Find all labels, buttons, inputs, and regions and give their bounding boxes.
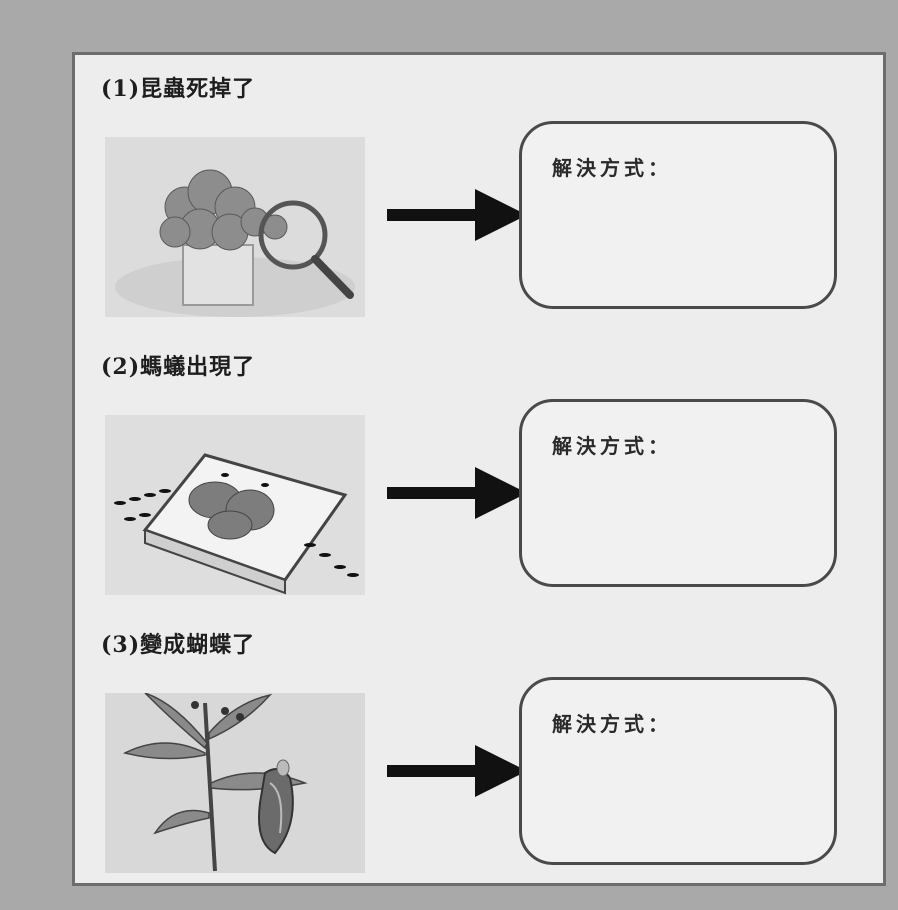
section-2: (2)螞蟻出現了	[75, 333, 883, 605]
section-1-title: (1)昆蟲死掉了	[101, 76, 256, 102]
answer-box-3[interactable]: 解決方式：	[519, 677, 837, 865]
answer-box-1-label: 解決方式：	[552, 156, 672, 180]
answer-box-2-label: 解決方式：	[552, 434, 672, 458]
section-3-title: (3)變成蝴蝶了	[101, 632, 256, 658]
ants-on-box-icon	[105, 415, 365, 595]
section-3: (3)變成蝴蝶了	[75, 611, 883, 883]
worksheet-panel: (1)昆蟲死掉了 解決方式：	[72, 52, 886, 886]
arrow-right-icon	[387, 187, 527, 243]
arrow-right-icon	[387, 465, 527, 521]
section-2-title: (2)螞蟻出現了	[101, 354, 256, 380]
chrysalis-on-plant-icon	[105, 693, 365, 873]
answer-box-3-label: 解決方式：	[552, 712, 672, 736]
section-1: (1)昆蟲死掉了 解決方式：	[75, 55, 883, 327]
answer-box-2[interactable]: 解決方式：	[519, 399, 837, 587]
arrow-right-icon	[387, 743, 527, 799]
answer-box-1[interactable]: 解決方式：	[519, 121, 837, 309]
magnifier-on-plant-icon	[105, 137, 365, 317]
